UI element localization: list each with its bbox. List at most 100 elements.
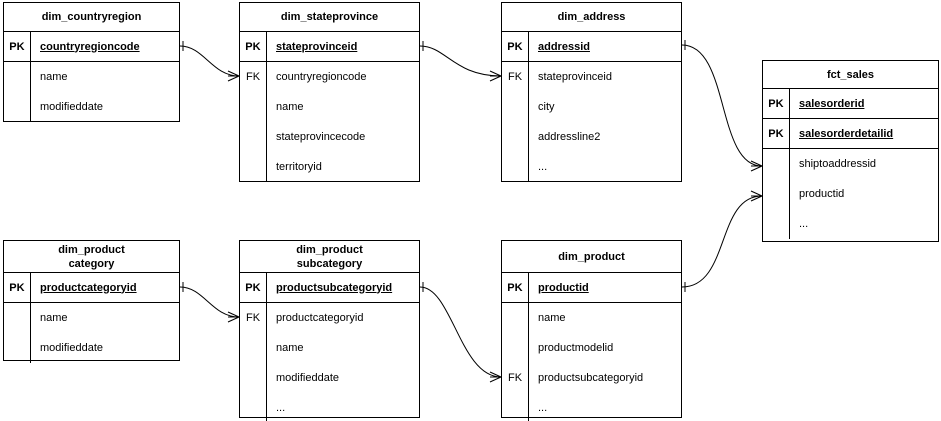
- entity-title-dim_product: dim_product: [502, 241, 681, 273]
- attribute-marker-column: [763, 149, 790, 239]
- attribute-row[interactable]: addressline2: [538, 131, 601, 143]
- entity-title-dim_productsubcategory: dim_product subcategory: [240, 241, 419, 273]
- attribute-row[interactable]: shiptoaddressid: [799, 158, 877, 170]
- attribute-marker-column: FK: [502, 303, 529, 421]
- relationship-countryregion-to-stateprovince: [179, 41, 240, 82]
- attribute-row[interactable]: name: [40, 71, 68, 83]
- relationship-stateprovince-to-address: [419, 41, 502, 82]
- key-field-name: productcategoryid: [40, 281, 137, 294]
- relationship-line: [419, 286, 502, 378]
- attribute-block: FK stateprovinceid city addressline2...: [502, 62, 681, 182]
- attribute-block: FK productcategoryid name modifieddate...: [240, 303, 419, 421]
- key-row[interactable]: PK productid: [502, 273, 681, 303]
- key-field-name: salesorderid: [799, 97, 865, 110]
- attribute-row[interactable]: name: [538, 312, 566, 324]
- attribute-column: name productmodelid productsubcategoryid..…: [529, 303, 681, 421]
- key-marker: PK: [240, 273, 267, 302]
- foreign-key-marker: FK: [507, 372, 523, 384]
- attribute-row[interactable]: ...: [538, 161, 548, 173]
- relationship-subcategory-to-product: [419, 282, 502, 383]
- attribute-row[interactable]: ...: [276, 402, 286, 414]
- cardinality-many-marker: [489, 371, 502, 383]
- attribute-column: countryregioncode name stateprovincecode te…: [267, 62, 419, 182]
- key-row[interactable]: PK productcategoryid: [4, 273, 179, 303]
- attribute-row[interactable]: countryregioncode: [276, 71, 367, 83]
- attribute-block: name modifieddate: [4, 62, 179, 122]
- key-row[interactable]: PK productsubcategoryid: [240, 273, 419, 303]
- key-field-name: countryregioncode: [40, 40, 140, 53]
- attribute-marker-column: [4, 303, 31, 363]
- attribute-row[interactable]: ...: [538, 402, 548, 414]
- relationship-line: [681, 195, 763, 288]
- attribute-marker-column: FK: [502, 62, 529, 182]
- cardinality-many-marker: [750, 190, 763, 202]
- entity-title-fct_sales: fct_sales: [763, 61, 938, 89]
- attribute-block: FK countryregioncode name stateprovincecode…: [240, 62, 419, 182]
- key-marker: PK: [502, 273, 529, 302]
- relationship-line: [179, 45, 240, 77]
- relationship-line: [419, 45, 502, 77]
- foreign-key-marker: FK: [245, 312, 261, 324]
- attribute-column: shiptoaddressid productid...: [790, 149, 938, 239]
- attribute-row[interactable]: modifieddate: [40, 101, 103, 113]
- attribute-row[interactable]: ...: [799, 218, 809, 230]
- relationship-line: [681, 44, 763, 167]
- key-marker: PK: [4, 273, 31, 302]
- key-marker: PK: [240, 32, 267, 61]
- key-field-name: addressid: [538, 40, 590, 53]
- foreign-key-marker: FK: [245, 71, 261, 83]
- key-marker: PK: [763, 89, 790, 118]
- key-row[interactable]: PK addressid: [502, 32, 681, 62]
- cardinality-many-marker: [489, 70, 502, 82]
- cardinality-many-marker: [750, 160, 763, 172]
- entity-title-dim_productcategory: dim_product category: [4, 241, 179, 273]
- attribute-row[interactable]: productsubcategoryid: [538, 372, 644, 384]
- key-marker: PK: [502, 32, 529, 61]
- entity-title-dim_stateprovince: dim_stateprovince: [240, 3, 419, 32]
- attribute-row[interactable]: name: [276, 101, 304, 113]
- attribute-row[interactable]: productmodelid: [538, 342, 614, 354]
- key-row[interactable]: PK salesorderid: [763, 89, 938, 119]
- key-field-name: productid: [538, 281, 589, 294]
- foreign-key-marker: FK: [507, 71, 523, 83]
- entity-rows-dim_productcategory: PK productcategoryid name modifieddate: [4, 273, 179, 363]
- relationship-productcategory-to-subcategory: [179, 282, 240, 323]
- attribute-row[interactable]: productid: [799, 188, 845, 200]
- attribute-row[interactable]: modifieddate: [40, 342, 103, 354]
- attribute-row[interactable]: city: [538, 101, 555, 113]
- entity-title-dim_countryregion: dim_countryregion: [4, 3, 179, 32]
- cardinality-many-marker: [227, 70, 240, 82]
- attribute-marker-column: FK: [240, 303, 267, 421]
- attribute-block: FK name productmodelid productsubcategoryid…: [502, 303, 681, 421]
- attribute-marker-column: FK: [240, 62, 267, 182]
- attribute-row[interactable]: modifieddate: [276, 372, 339, 384]
- key-field-name: productsubcategoryid: [276, 281, 393, 294]
- attribute-row[interactable]: stateprovincecode: [276, 131, 366, 143]
- relationship-product-to-sales: [681, 190, 763, 292]
- attribute-row[interactable]: productcategoryid: [276, 312, 364, 324]
- attribute-column: name modifieddate: [31, 62, 179, 122]
- attribute-row[interactable]: name: [40, 312, 68, 324]
- attribute-row[interactable]: territoryid: [276, 161, 322, 173]
- attribute-row[interactable]: stateprovinceid: [538, 71, 612, 83]
- attribute-row[interactable]: name: [276, 342, 304, 354]
- attribute-column: name modifieddate: [31, 303, 179, 363]
- cardinality-many-marker: [227, 311, 240, 323]
- attribute-column: stateprovinceid city addressline2...: [529, 62, 681, 182]
